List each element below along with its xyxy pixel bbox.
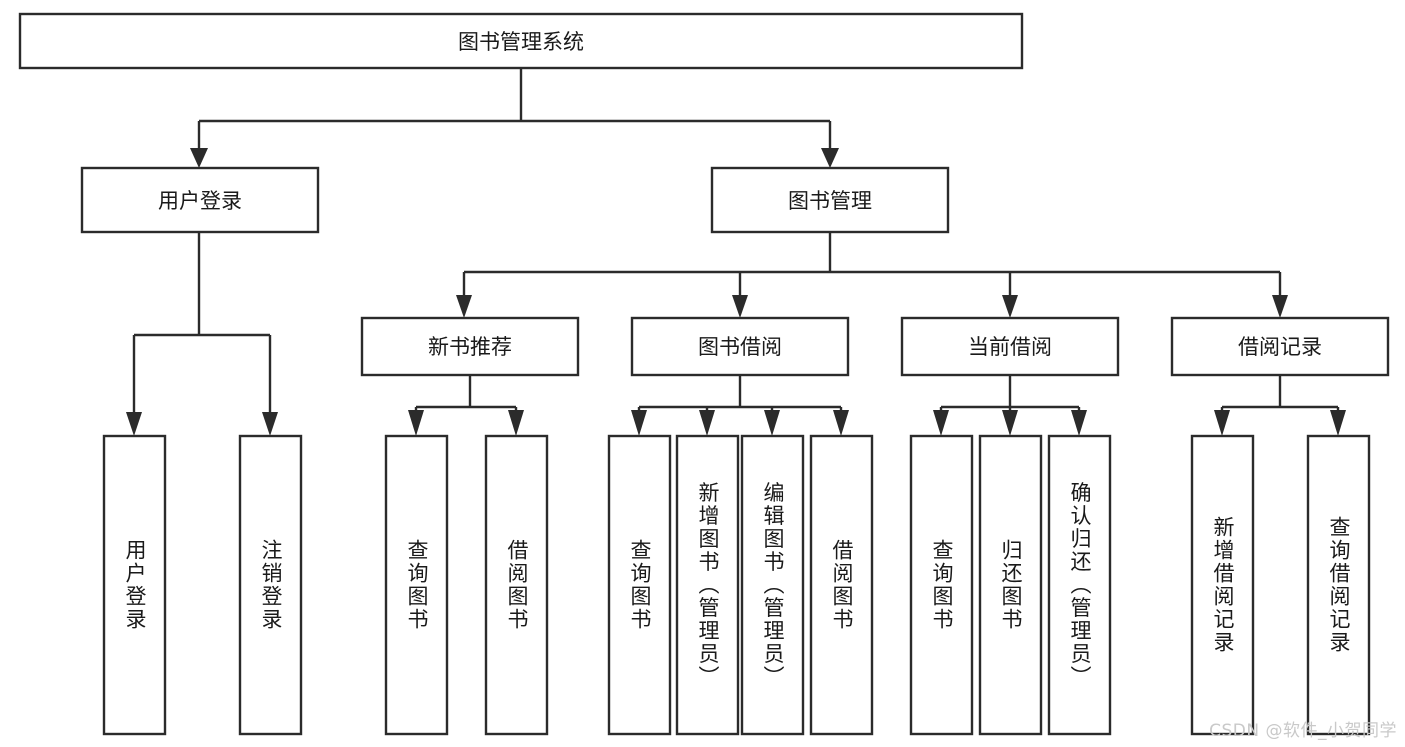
arrow-book-borrow-leaf-3: [833, 410, 849, 436]
leaf-book-borrow-1-label: 新增图书（管理员）: [696, 482, 720, 689]
arrow-book-borrow-leaf-1: [699, 410, 715, 436]
arrow-book-borrow-leaf-2: [764, 410, 780, 436]
node-root[interactable]: 图书管理系统: [18, 12, 1024, 70]
node-new-book-label: 新书推荐: [428, 335, 512, 359]
leaf-user-login-0-box[interactable]: [102, 434, 167, 736]
leaf-borrow-record-0-box[interactable]: [1190, 434, 1255, 736]
connector-group-user-login: [126, 232, 278, 436]
leaf-borrow-record-1[interactable]: 查询借阅记录: [1306, 434, 1371, 736]
leaf-current-borrow-1-box[interactable]: [978, 434, 1043, 736]
leaf-book-borrow-0-label: 查询图书: [628, 539, 652, 631]
node-book-mgmt-label: 图书管理: [788, 189, 872, 213]
node-current-borrow-label: 当前借阅: [968, 335, 1052, 359]
leaf-new-book-1[interactable]: 借阅图书: [484, 434, 549, 736]
arrow-borrow-record-leaf-1: [1330, 410, 1346, 436]
connector-group-current-borrow: [933, 375, 1087, 436]
leaf-current-borrow-0-box[interactable]: [909, 434, 974, 736]
arrow-root-to-user-login: [190, 148, 208, 168]
arrow-root-to-book-mgmt: [821, 148, 839, 168]
connector-group-borrow-record: [1214, 375, 1346, 436]
leaf-borrow-record-1-box[interactable]: [1306, 434, 1371, 736]
leaf-user-login-0-label: 用户登录: [123, 539, 147, 631]
leaf-current-borrow-1-label: 归还图书: [999, 539, 1023, 631]
node-book-mgmt-box[interactable]: [710, 166, 950, 234]
arrow-book-mgmt-to-borrow-record: [1272, 295, 1288, 318]
node-book-borrow[interactable]: 图书借阅: [630, 316, 850, 377]
arrow-borrow-record-leaf-0: [1214, 410, 1230, 436]
leaf-borrow-record-0-label: 新增借阅记录: [1211, 516, 1235, 654]
leaf-current-borrow-2[interactable]: 确认归还（管理员）: [1047, 434, 1112, 736]
leaf-book-borrow-3-label: 借阅图书: [830, 539, 854, 631]
node-user-login-label: 用户登录: [158, 189, 242, 213]
node-book-borrow-box[interactable]: [630, 316, 850, 377]
leaf-new-book-1-box[interactable]: [484, 434, 549, 736]
leaf-user-login-1-label: 注销登录: [259, 539, 283, 631]
node-new-book[interactable]: 新书推荐: [360, 316, 580, 377]
arrow-user-login-leaf-1: [262, 412, 278, 436]
arrow-book-borrow-leaf-0: [631, 410, 647, 436]
node-new-book-box[interactable]: [360, 316, 580, 377]
arrow-current-borrow-leaf-2: [1071, 410, 1087, 436]
arrow-current-borrow-leaf-0: [933, 410, 949, 436]
leaf-new-book-0-box[interactable]: [384, 434, 449, 736]
leaf-user-login-1[interactable]: 注销登录: [238, 434, 303, 736]
leaf-new-book-0[interactable]: 查询图书: [384, 434, 449, 736]
node-root-label: 图书管理系统: [458, 30, 584, 54]
leaf-borrow-record-1-label: 查询借阅记录: [1327, 516, 1351, 654]
leaf-new-book-1-label: 借阅图书: [505, 539, 529, 631]
leaf-user-login-1-box[interactable]: [238, 434, 303, 736]
node-current-borrow[interactable]: 当前借阅: [900, 316, 1120, 377]
node-borrow-record-label: 借阅记录: [1238, 335, 1322, 359]
arrow-book-mgmt-to-current-borrow: [1002, 295, 1018, 318]
arrow-new-book-leaf-0: [408, 410, 424, 436]
node-root-box[interactable]: [18, 12, 1024, 70]
node-user-login-box[interactable]: [80, 166, 320, 234]
node-book-borrow-label: 图书借阅: [698, 335, 782, 359]
connector-group-new-book: [408, 375, 524, 436]
connector-group-book-mgmt: [456, 232, 1288, 318]
node-current-borrow-box[interactable]: [900, 316, 1120, 377]
arrow-current-borrow-leaf-1: [1002, 410, 1018, 436]
leaf-current-borrow-0[interactable]: 查询图书: [909, 434, 974, 736]
leaf-book-borrow-3[interactable]: 借阅图书: [809, 434, 874, 736]
arrow-book-mgmt-to-book-borrow: [732, 295, 748, 318]
leaf-current-borrow-2-box[interactable]: [1047, 434, 1112, 736]
leaf-book-borrow-2-label: 编辑图书（管理员）: [761, 482, 785, 689]
leaf-current-borrow-2-label: 确认归还（管理员）: [1068, 482, 1092, 689]
leaf-borrow-record-0[interactable]: 新增借阅记录: [1190, 434, 1255, 736]
arrow-user-login-leaf-0: [126, 412, 142, 436]
leaf-book-borrow-2[interactable]: 编辑图书（管理员）: [740, 434, 805, 736]
node-borrow-record[interactable]: 借阅记录: [1170, 316, 1390, 377]
connector-group-book-borrow: [631, 375, 849, 436]
leaf-current-borrow-1[interactable]: 归还图书: [978, 434, 1043, 736]
node-book-mgmt[interactable]: 图书管理: [710, 166, 950, 234]
leaf-book-borrow-2-box[interactable]: [740, 434, 805, 736]
arrow-new-book-leaf-1: [508, 410, 524, 436]
leaf-current-borrow-0-label: 查询图书: [930, 539, 954, 631]
leaf-user-login-0[interactable]: 用户登录: [102, 434, 167, 736]
leaf-book-borrow-1-box[interactable]: [675, 434, 740, 736]
node-borrow-record-box[interactable]: [1170, 316, 1390, 377]
connector-group-root: [190, 68, 839, 168]
leaf-book-borrow-3-box[interactable]: [809, 434, 874, 736]
leaf-book-borrow-0-box[interactable]: [607, 434, 672, 736]
arrow-book-mgmt-to-new-book: [456, 295, 472, 318]
leaf-book-borrow-1[interactable]: 新增图书（管理员）: [675, 434, 740, 736]
leaf-new-book-0-label: 查询图书: [405, 539, 429, 631]
node-user-login[interactable]: 用户登录: [80, 166, 320, 234]
leaf-book-borrow-0[interactable]: 查询图书: [607, 434, 672, 736]
